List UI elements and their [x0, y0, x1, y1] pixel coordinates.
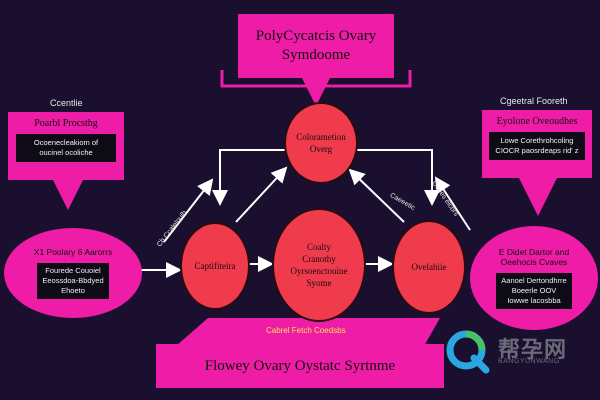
left-circle-label: Captifiteira: [194, 261, 236, 271]
left-circle-to-top-arrow: [235, 166, 288, 223]
right-ellipse-node: E Didet Dartor and Oeehocis Cvaves Aanoe…: [470, 226, 598, 330]
logo-q-icon: [446, 330, 490, 374]
right-circle-to-top-arrow: [348, 168, 405, 223]
right-ellipse-header: E Didet Dartor and: [498, 247, 570, 257]
left-ellipse-line3: Ehoeto: [61, 286, 85, 295]
top-right-bracket-arrow: [340, 149, 440, 206]
left-ellipse-line1: Fourede Couoiel: [45, 266, 101, 275]
right-circle-node: Ovelahiie: [392, 220, 466, 314]
left-info-box: Poarbl Procsthg Ocoenecleakiom of oucine…: [8, 112, 124, 180]
center-circle-line2: Cranothy: [302, 254, 336, 264]
logo-sub-text: BANGYUNWANG: [498, 358, 560, 365]
left-circle-node: Captifiteira: [180, 222, 250, 310]
bottom-banner: Flowey Ovary Oystatc Syrtnme: [156, 344, 444, 388]
left-ellipse-line2: Eeossdoa-Bbdyed: [42, 276, 104, 285]
main-title-box: PolyCycatcis Ovary Symdoome: [238, 14, 394, 78]
right-info-body-line1: Lowe Corethrohcoling: [500, 136, 574, 145]
right-info-header: Eyolone Oveoudhes: [496, 116, 578, 127]
left-info-body-line2: oucinel ocoliche: [39, 148, 93, 157]
left-ellipse-body: Fourede Couoiel Eeossdoa-Bbdyed Ehoeto: [37, 263, 109, 299]
left-info-body: Ocoenecleakiom of oucinel ocoliche: [16, 134, 116, 162]
top-circle-line1: Colorametion: [296, 132, 346, 142]
main-title-line1: PolyCycatcis Ovary: [255, 28, 377, 44]
bottom-funnel: [176, 318, 440, 346]
site-logo: 帮孕网 BANGYUNWANG: [446, 326, 596, 376]
right-info-body-line2: CIOCR paosrdeaps rid' z: [495, 146, 579, 155]
right-panel-label: Cgeetral Fooreth: [500, 96, 568, 106]
right-info-box: Eyolone Oveoudhes Lowe Corethrohcoling C…: [482, 110, 592, 178]
left-panel-label: Ccentlie: [50, 98, 83, 108]
left-info-header: Poarbl Procsthg: [34, 118, 98, 129]
center-circle-line1: Coalty: [307, 242, 331, 252]
main-title-line2: Symdoome: [281, 47, 351, 63]
center-circle-line3: Oyrsoenctouine: [290, 266, 348, 276]
yellow-note: Cabrel Fetch Coedsbs: [266, 326, 346, 335]
right-ellipse-line2: Boeerle OOV: [511, 286, 557, 295]
left-diag-arrow: [163, 178, 214, 243]
logo-main-text: 帮孕网: [498, 337, 568, 362]
right-circle-label: Ovelahiie: [411, 262, 447, 272]
left-info-body-line1: Ocoenecleakiom of: [33, 138, 99, 147]
right-ellipse-line3: Iowwe lacosbba: [507, 296, 561, 305]
right-info-body: Lowe Corethrohcoling CIOCR paosrdeaps ri…: [489, 132, 585, 160]
right-diag-arrow: [434, 176, 471, 231]
center-circle-line4: Syome: [306, 278, 332, 288]
center-circle-node: Coalty Cranothy Oyrsoenctouine Syome: [272, 208, 366, 322]
right-ellipse-body: Aanoel Dertondhrre Boeerle OOV Iowwe lac…: [496, 273, 572, 309]
top-circle-node: Colorametion Overg: [284, 102, 358, 184]
top-circle-line2: Overg: [309, 144, 333, 154]
top-left-bracket-arrow: [212, 149, 292, 206]
right-ellipse-line1: Aanoel Dertondhrre: [501, 276, 567, 285]
left-ellipse-node: X1 Poolary 6 Aarorrs Fourede Couoiel Eeo…: [4, 228, 142, 318]
right-ellipse-header2: Oeehocis Cvaves: [500, 257, 568, 267]
left-ellipse-header: X1 Poolary 6 Aarorrs: [33, 247, 113, 257]
